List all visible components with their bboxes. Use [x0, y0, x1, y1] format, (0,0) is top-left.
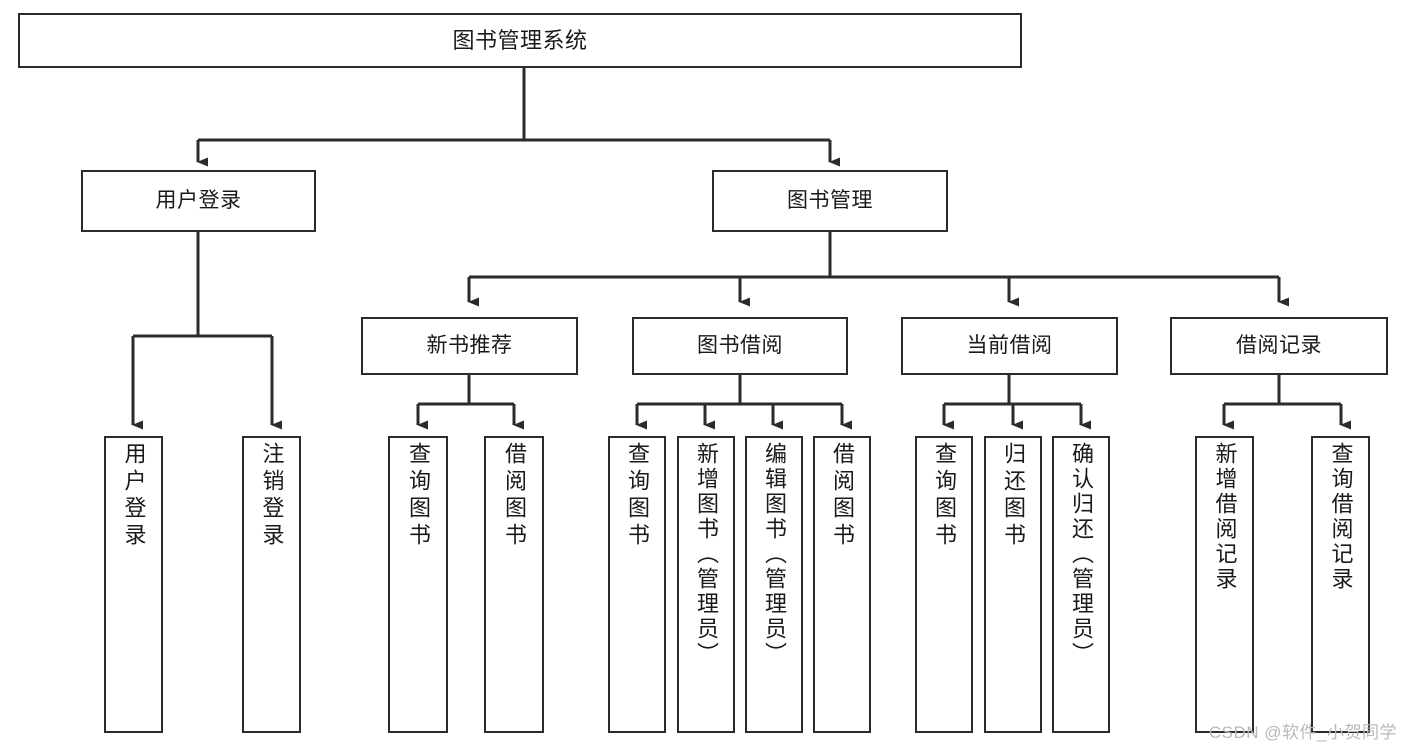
- leaf-new-book-borrow[interactable]: 借阅图书: [484, 436, 544, 733]
- leaf-current-borrow-query[interactable]: 查询图书: [915, 436, 973, 733]
- node-label: 借阅记录: [1236, 333, 1322, 357]
- leaf-new-book-query[interactable]: 查询图书: [388, 436, 448, 733]
- leaf-current-borrow-confirm-return[interactable]: 确认归还（管理员）: [1052, 436, 1110, 733]
- node-label: 借阅图书: [830, 442, 855, 550]
- leaf-book-borrow-edit[interactable]: 编辑图书（管理员）: [745, 436, 803, 733]
- node-label: 查询图书: [932, 442, 957, 550]
- node-label: 注销登录: [259, 442, 285, 550]
- node-label: 新书推荐: [426, 333, 513, 357]
- node-borrow-record[interactable]: 借阅记录: [1170, 317, 1388, 375]
- node-label: 图书管理: [787, 188, 873, 212]
- node-label: 新增借阅记录: [1212, 442, 1238, 592]
- csdn-watermark: CSDN @软件_小贺同学: [1208, 723, 1397, 742]
- node-label: 查询图书: [625, 442, 650, 550]
- node-book-management[interactable]: 图书管理: [712, 170, 948, 232]
- node-book-borrow[interactable]: 图书借阅: [632, 317, 848, 375]
- node-label: 查询图书: [406, 442, 431, 550]
- node-label: 归还图书: [1001, 442, 1026, 550]
- node-label: 当前借阅: [966, 333, 1053, 357]
- node-new-book-recommend[interactable]: 新书推荐: [361, 317, 578, 375]
- leaf-book-borrow-add[interactable]: 新增图书（管理员）: [677, 436, 735, 733]
- node-label: 图书借阅: [697, 333, 783, 357]
- node-user-login[interactable]: 用户登录: [81, 170, 316, 232]
- leaf-book-borrow-query[interactable]: 查询图书: [608, 436, 666, 733]
- leaf-borrow-record-add[interactable]: 新增借阅记录: [1195, 436, 1254, 733]
- leaf-current-borrow-return[interactable]: 归还图书: [984, 436, 1042, 733]
- node-label: 用户登录: [155, 188, 242, 212]
- leaf-book-borrow-borrow[interactable]: 借阅图书: [813, 436, 871, 733]
- node-label: 用户登录: [121, 442, 147, 550]
- node-label: 新增图书（管理员）: [694, 442, 719, 667]
- node-label: 图书管理系统: [452, 27, 588, 53]
- node-current-borrow[interactable]: 当前借阅: [901, 317, 1118, 375]
- node-label: 借阅图书: [502, 442, 527, 550]
- leaf-user-login-logout[interactable]: 注销登录: [242, 436, 301, 733]
- node-root-system[interactable]: 图书管理系统: [18, 13, 1022, 68]
- node-label: 查询借阅记录: [1328, 442, 1354, 592]
- node-label: 编辑图书（管理员）: [762, 442, 787, 667]
- node-label: 确认归还（管理员）: [1069, 442, 1094, 667]
- leaf-borrow-record-query[interactable]: 查询借阅记录: [1311, 436, 1370, 733]
- leaf-user-login-login[interactable]: 用户登录: [104, 436, 163, 733]
